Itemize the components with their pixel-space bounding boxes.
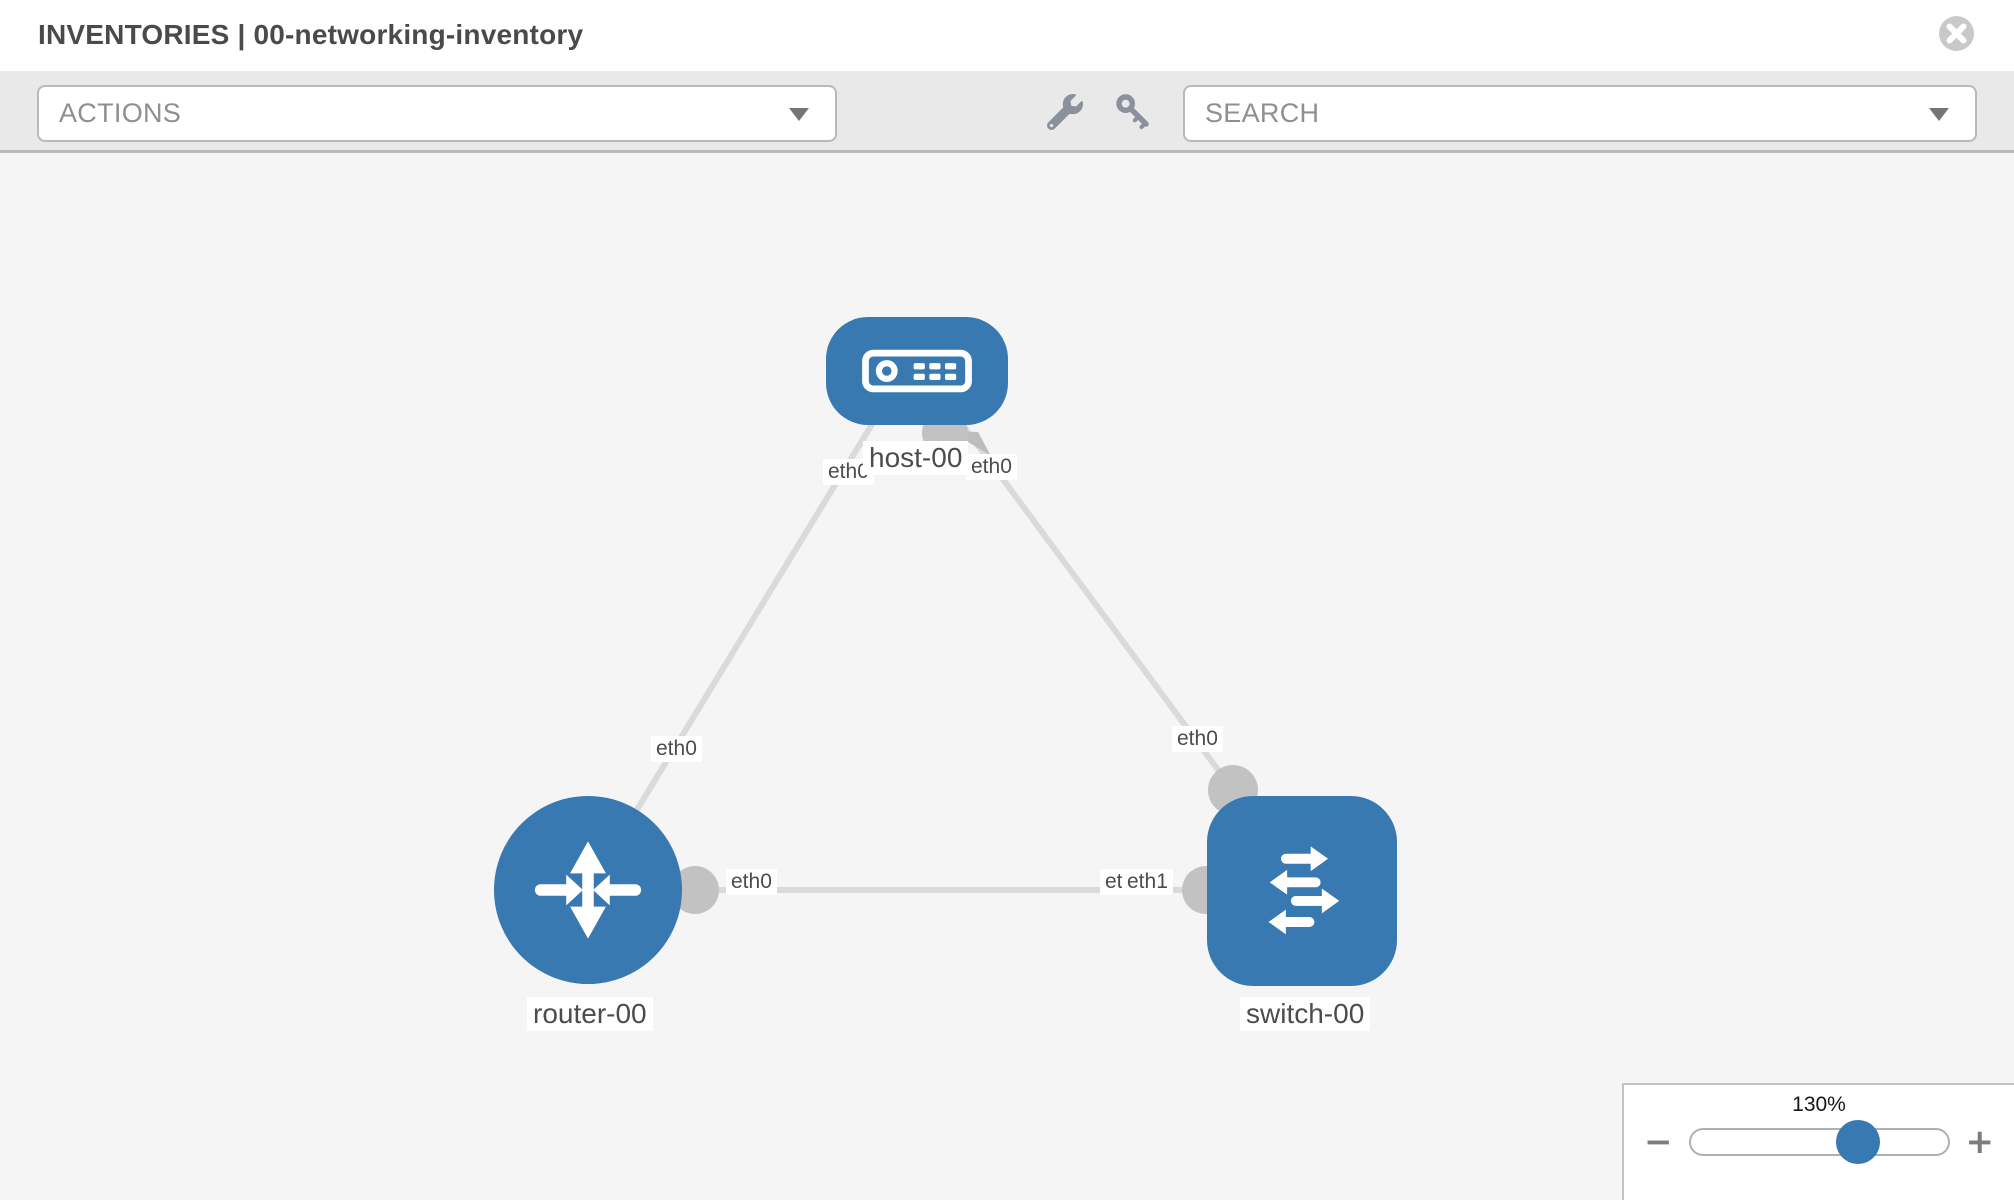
node-label-router-00: router-00 [527, 997, 653, 1031]
wrench-icon [1047, 94, 1083, 130]
zoom-slider-thumb[interactable] [1835, 1120, 1880, 1164]
interface-label-router-top: eth0 [651, 736, 702, 762]
header: INVENTORIES | 00-networking-inventory [0, 0, 2014, 71]
zoom-slider-track[interactable] [1688, 1120, 1950, 1164]
interface-label-switch-left-front: eth1 [1122, 869, 1173, 895]
zoom-in-button[interactable]: + [1965, 1122, 1995, 1162]
topology-canvas[interactable]: eth0 host-00 eth0 eth0 eth0 router-00 et… [0, 153, 2014, 1200]
interface-dot-router-eth0[interactable] [671, 866, 719, 914]
actions-dropdown[interactable]: ACTIONS [37, 85, 837, 142]
close-circle-icon [1939, 16, 1974, 51]
interface-label-host-right: eth0 [966, 454, 1017, 480]
key-button[interactable] [1108, 71, 1160, 153]
router-icon [534, 841, 642, 939]
search-dropdown-label: SEARCH [1205, 98, 1320, 128]
zoom-row: − + [1624, 1120, 2014, 1164]
page-title: INVENTORIES | 00-networking-inventory [38, 19, 584, 50]
interface-label-switch-top: eth0 [1172, 726, 1223, 752]
close-button[interactable] [1938, 15, 1975, 52]
node-label-host-00: host-00 [863, 441, 969, 475]
actions-dropdown-label: ACTIONS [59, 98, 182, 128]
chevron-down-icon [789, 108, 809, 121]
interface-label-router-right: eth0 [726, 869, 777, 895]
search-dropdown[interactable]: SEARCH [1183, 85, 1977, 142]
switch-icon [1268, 846, 1340, 935]
node-switch-00[interactable] [1207, 796, 1397, 986]
links-layer [585, 401, 1258, 914]
node-label-switch-00: switch-00 [1240, 997, 1371, 1031]
zoom-panel: 130% − + [1622, 1083, 2014, 1200]
toolbar: ACTIONS SEARCH [0, 71, 2014, 153]
key-icon [1116, 94, 1149, 130]
zoom-out-button[interactable]: − [1644, 1122, 1673, 1162]
node-router-00[interactable] [494, 796, 682, 984]
zoom-level-value: 130% [1792, 1093, 1846, 1116]
tools-button[interactable] [1039, 71, 1091, 153]
node-host-00[interactable] [826, 317, 1008, 425]
chevron-down-icon [1929, 108, 1949, 121]
host-icon [862, 349, 972, 393]
